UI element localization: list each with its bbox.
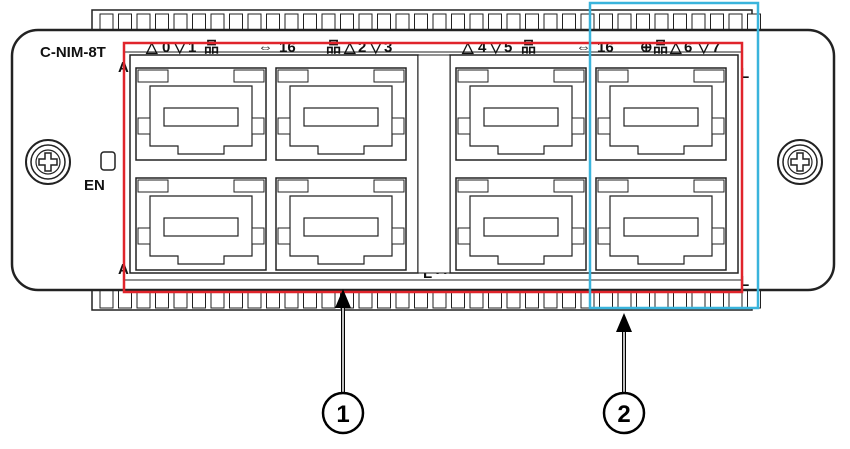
- rj45-port-1: [135, 177, 267, 271]
- captive-screw-right: [777, 139, 823, 185]
- highlight-box-1: [122, 41, 744, 294]
- port-label: ▽: [369, 39, 382, 56]
- port-label: ▽: [697, 39, 710, 56]
- rj45-port-2: [275, 67, 407, 161]
- port-label: 品: [204, 39, 219, 56]
- enable-led-label: EN: [84, 177, 105, 194]
- rj45-port-0: [135, 67, 267, 161]
- port-label: 3: [384, 39, 392, 56]
- port-label: 1: [188, 39, 196, 56]
- highlight-box-2: [588, 1, 760, 310]
- rj45-port-3: [275, 177, 407, 271]
- port-label: 16: [279, 39, 296, 56]
- port-label: ⇔: [258, 39, 273, 56]
- port-label: △: [461, 39, 474, 56]
- port-label: 2: [358, 39, 366, 56]
- rj45-port-5: [455, 177, 587, 271]
- cage-divider: [417, 54, 451, 274]
- callout-arrow-1: [335, 289, 351, 392]
- led-letter-l: L: [740, 273, 749, 290]
- captive-screw-left: [25, 139, 71, 185]
- callout-2-number: 2: [617, 401, 630, 428]
- top-fins: [91, 9, 761, 35]
- port-label: 7: [712, 39, 720, 56]
- port-label: 4: [478, 39, 487, 56]
- callout-2: 2: [602, 391, 646, 435]
- port-label: △: [669, 39, 682, 56]
- port-label: 品: [521, 39, 536, 56]
- port-label: 5: [504, 39, 512, 56]
- heatsink-fin: [99, 289, 114, 309]
- callout-1-number: 1: [336, 401, 349, 428]
- led-letter-l: L: [740, 65, 749, 82]
- port-label: ▽: [173, 39, 186, 56]
- port-label: 6: [684, 39, 692, 56]
- port-label: 0: [162, 39, 170, 56]
- port-label: 品: [326, 39, 341, 56]
- port-label: ▽: [489, 39, 502, 56]
- port-label: 品: [653, 39, 668, 56]
- rj45-port-7: [595, 177, 727, 271]
- port-label: 16: [597, 39, 614, 56]
- port-label: △: [343, 39, 356, 56]
- rj45-port-4: [455, 67, 587, 161]
- enable-led: [100, 151, 116, 171]
- rj45-port-6: [595, 67, 727, 161]
- callout-arrow-2: [616, 313, 632, 392]
- port-label: ⊕: [640, 39, 653, 56]
- callout-1: 1: [321, 391, 365, 435]
- model-label: C-NIM-8T: [40, 44, 106, 61]
- port-label: △: [145, 39, 158, 56]
